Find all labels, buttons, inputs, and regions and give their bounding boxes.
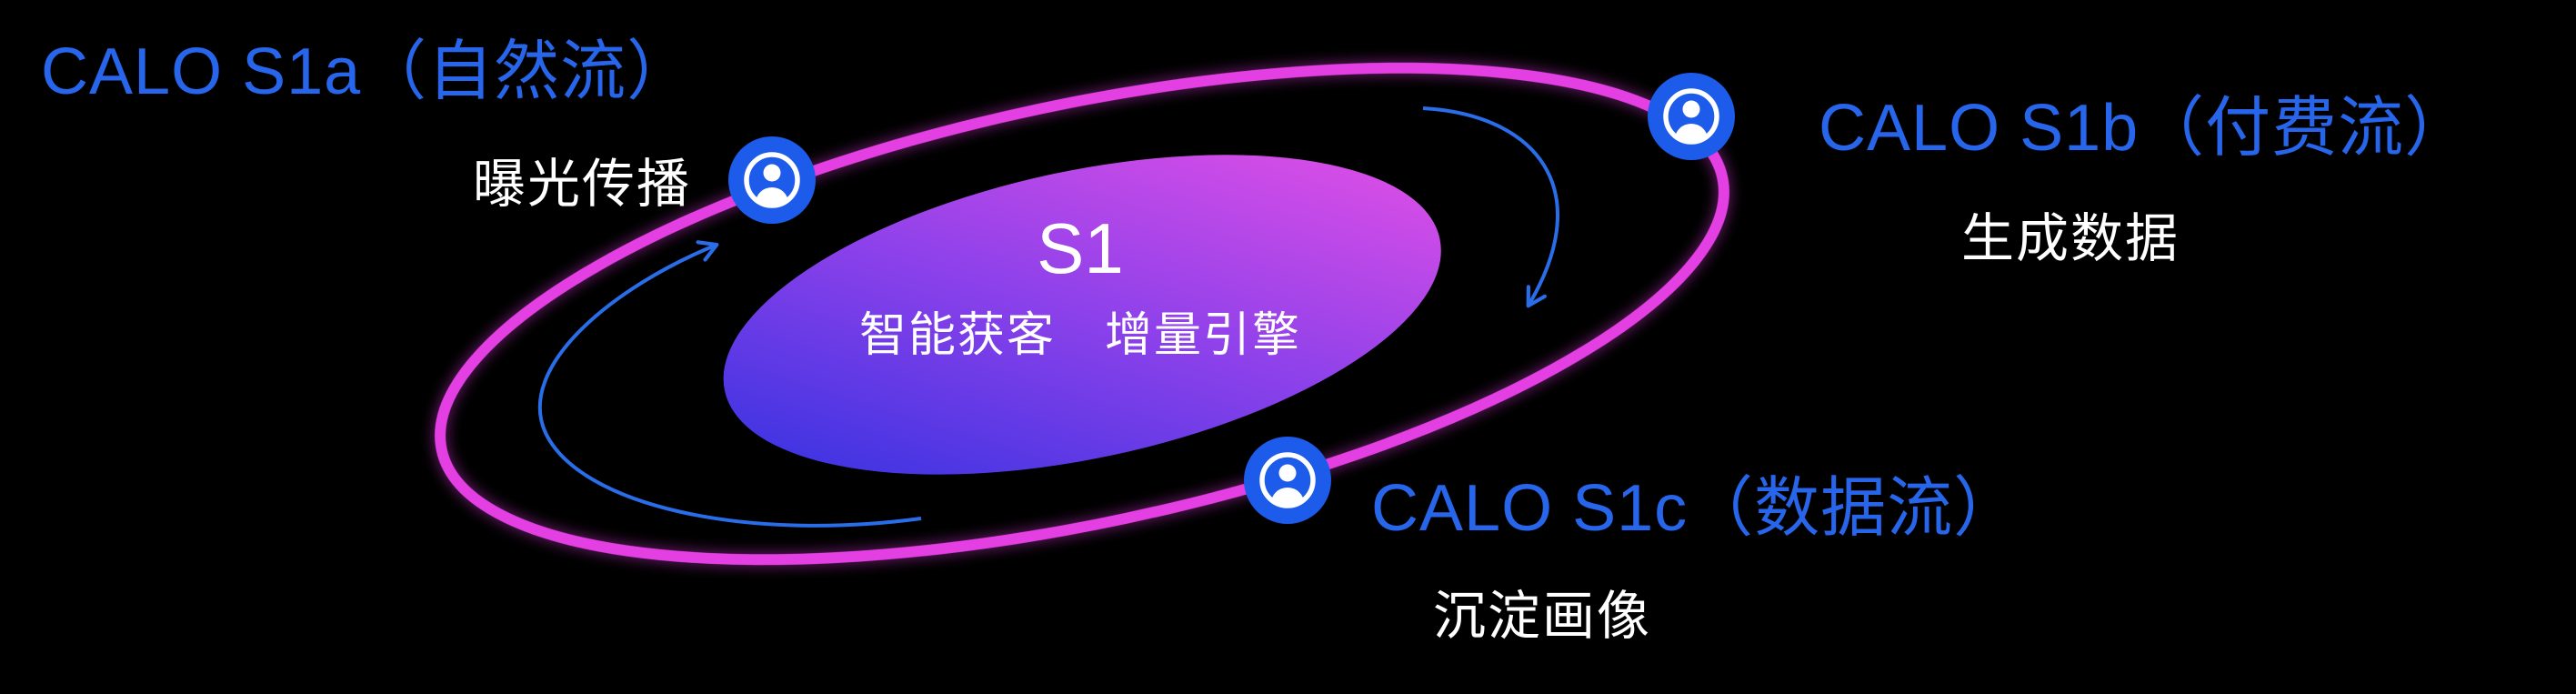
user-icon	[1242, 435, 1333, 526]
node-label-s1b: CALO S1b（付费流）	[1819, 92, 2471, 165]
core-label-group: S1 智能获客 增量引擎	[859, 213, 1301, 365]
orbit-ring	[435, 62, 1729, 566]
user-icon	[1646, 71, 1737, 162]
core-ellipse	[723, 155, 1441, 475]
node-sublabel-s1a: 曝光传播	[473, 155, 692, 214]
arrow-left-curve	[537, 240, 922, 528]
node-sublabel-s1b: 生成数据	[1961, 209, 2180, 268]
user-icon-s1a	[727, 135, 817, 226]
user-icon-s1b	[1646, 71, 1737, 162]
user-icon-s1c	[1242, 435, 1333, 526]
node-label-s1a: CALO S1a（自然流）	[41, 35, 694, 108]
core-subtitle: 智能获客 增量引擎	[858, 309, 1302, 362]
node-sublabel-s1c: 沉淀画像	[1433, 587, 1652, 646]
arrow-right-curve	[1422, 106, 1559, 308]
node-label-s1c: CALO S1c（数据流）	[1371, 472, 2020, 545]
user-icon	[727, 135, 817, 226]
core-title: S1	[1037, 208, 1124, 288]
